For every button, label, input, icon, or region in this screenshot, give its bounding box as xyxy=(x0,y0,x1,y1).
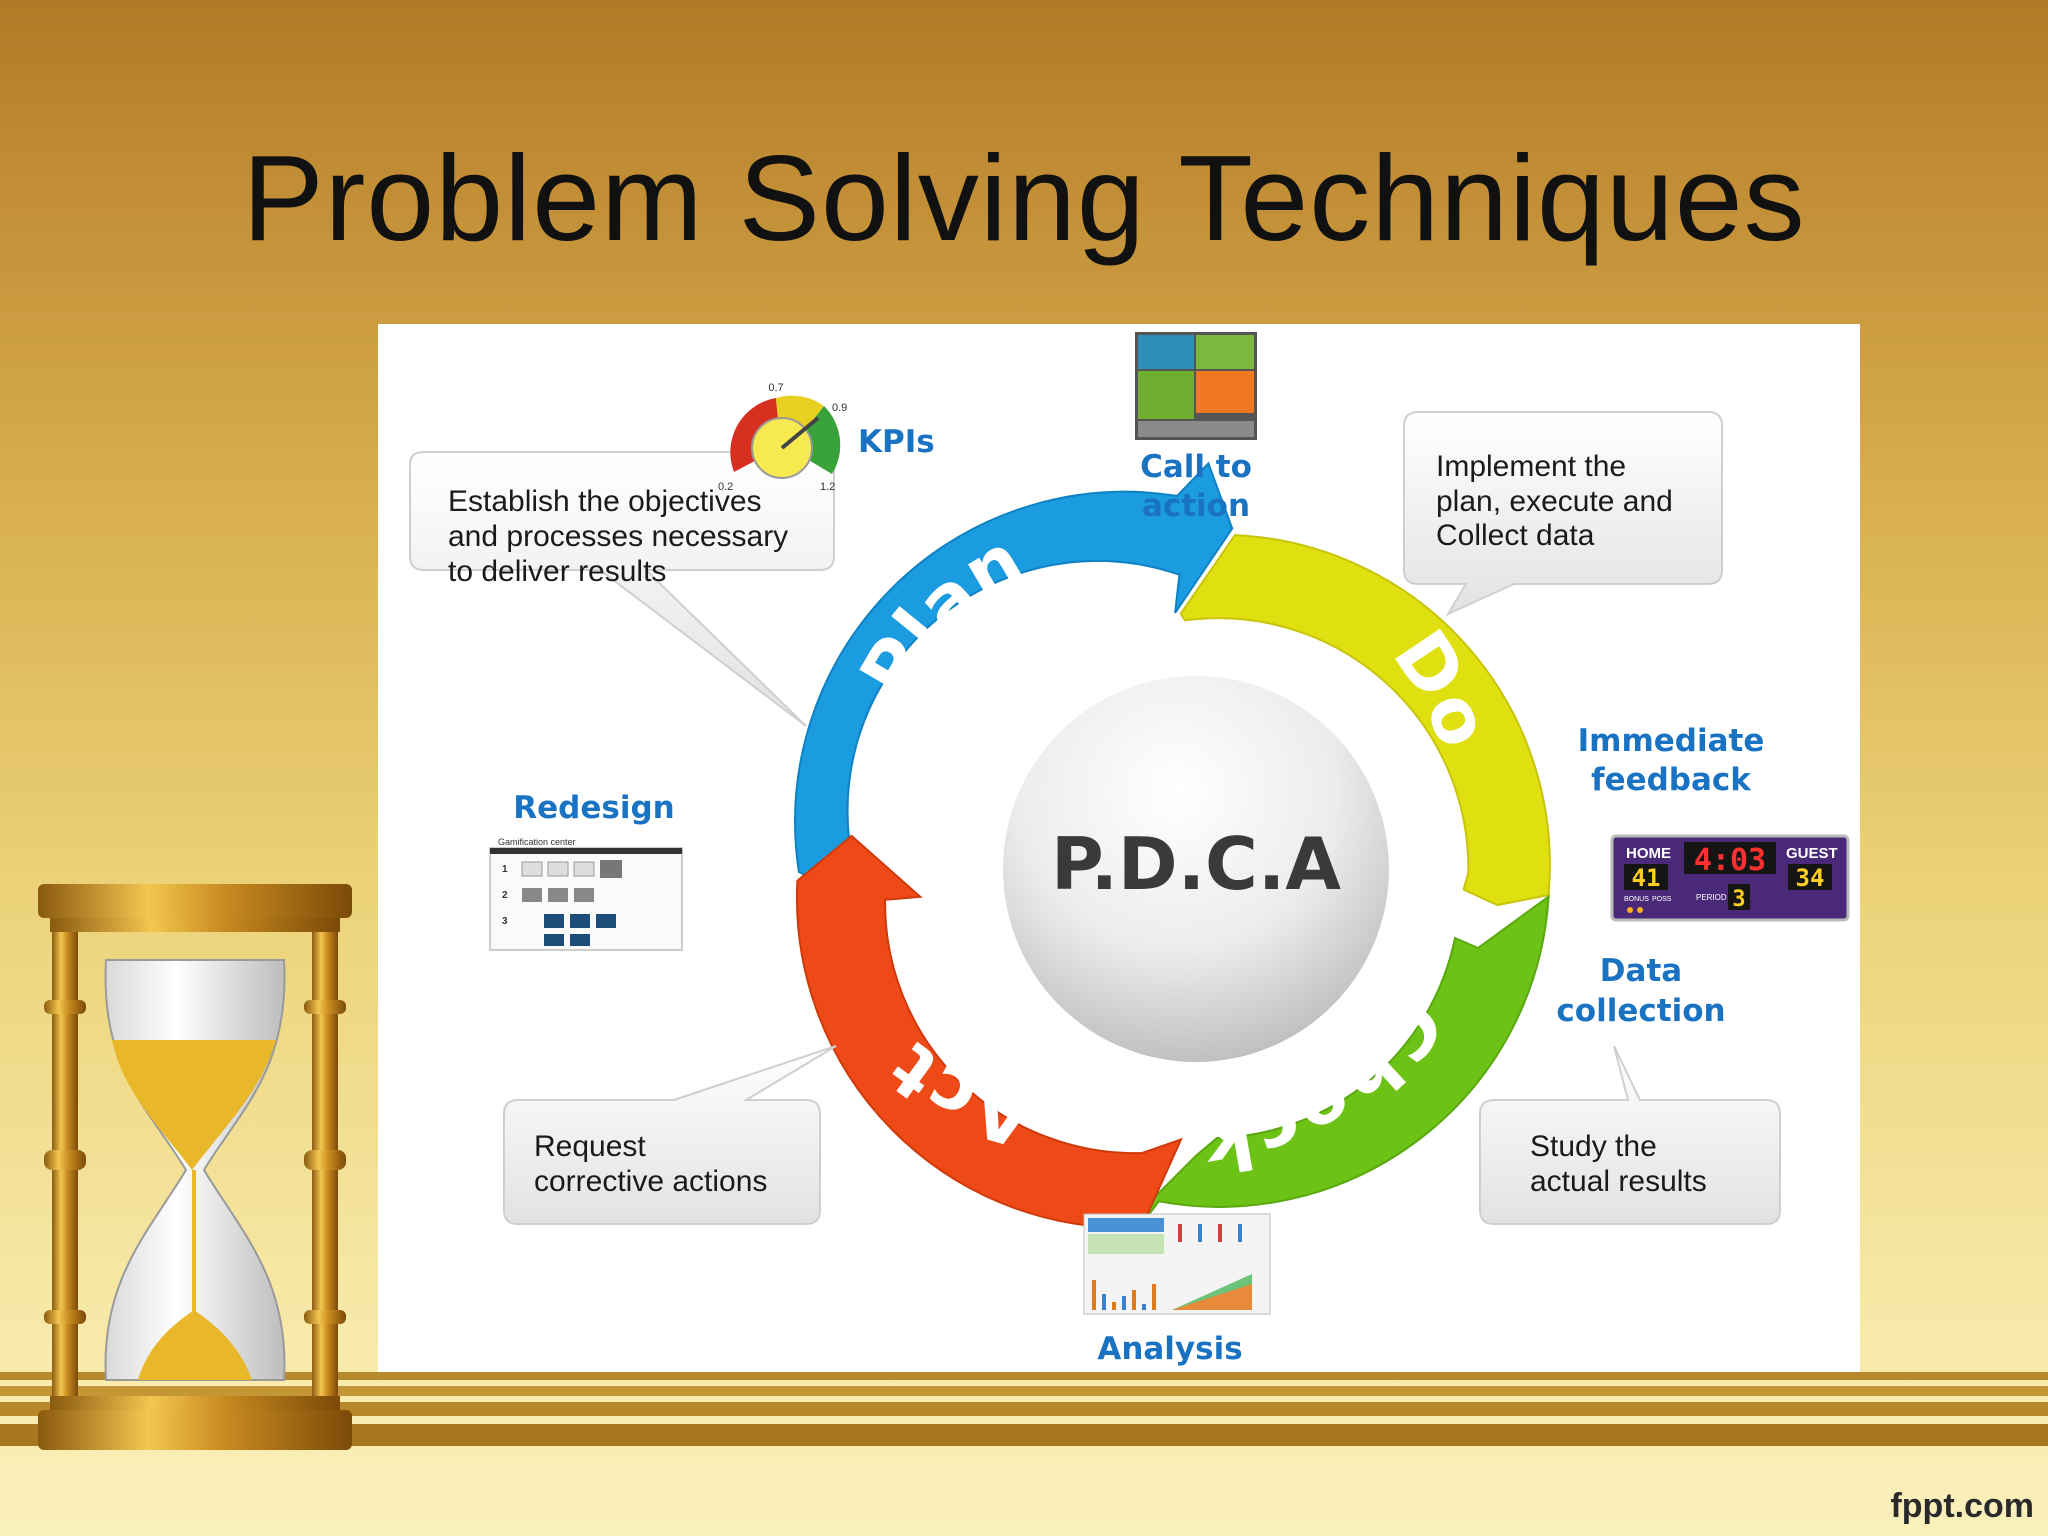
kpi-gauge-icon: 0.7 0.9 0.2 1.2 xyxy=(718,382,847,493)
scoreboard-home-score: 41 xyxy=(1632,864,1661,892)
data-collection-label-line-1: Data xyxy=(1600,953,1682,989)
kpis-label: KPIs xyxy=(858,424,935,460)
plan-bubble-line-2: and processes necessary xyxy=(448,520,788,553)
immediate-feedback-label-line-2: feedback xyxy=(1591,762,1752,798)
slide-title: Problem Solving Techniques xyxy=(242,130,1806,266)
scoreboard-guest-score: 34 xyxy=(1796,864,1825,892)
pdca-diagram-panel: Plan Do Check Act P.D.C.A Establish the … xyxy=(378,324,1860,1372)
plan-bubble-line-3: to deliver results xyxy=(448,555,666,588)
check-bubble-line-1: Study the xyxy=(1530,1130,1657,1163)
scoreboard-guest-label: GUEST xyxy=(1786,845,1838,862)
immediate-feedback-label-line-1: Immediate xyxy=(1578,723,1765,759)
analysis-thumbnail xyxy=(1083,1213,1271,1315)
hourglass-image xyxy=(38,884,352,1450)
redesign-row-2: 2 xyxy=(502,890,508,901)
scoreboard-period: 3 xyxy=(1732,887,1745,912)
gauge-tick-0-2: 0.2 xyxy=(718,481,733,493)
bottom-stripe-3 xyxy=(0,1402,2048,1416)
scoreboard-bonus-label: BONUS xyxy=(1624,896,1649,903)
plan-bubble-line-1: Establish the objectives xyxy=(448,485,762,518)
scoreboard-home-label: HOME xyxy=(1626,845,1671,862)
check-speech-bubble: Study the actual results xyxy=(1479,1045,1781,1225)
redesign-thumbnail-header: Gamification center xyxy=(498,837,576,847)
analysis-label: Analysis xyxy=(1097,1331,1242,1367)
do-bubble-line-1: Implement the xyxy=(1436,450,1626,483)
redesign-row-3: 3 xyxy=(502,916,508,927)
pdca-center-label: P.D.C.A xyxy=(1051,822,1341,906)
redesign-row-1: 1 xyxy=(502,864,508,875)
call-to-action-label-line-1: Call to xyxy=(1140,449,1252,485)
plan-speech-bubble: Establish the objectives and processes n… xyxy=(409,451,835,727)
bottom-stripe-1 xyxy=(0,1372,2048,1380)
call-to-action-label-line-2: action xyxy=(1142,488,1250,524)
gauge-tick-0-9: 0.9 xyxy=(832,402,847,414)
bottom-stripe-4 xyxy=(0,1424,2048,1446)
do-bubble-line-3: Collect data xyxy=(1436,519,1595,552)
do-speech-bubble: Implement the plan, execute and Collect … xyxy=(1403,411,1723,617)
check-arrow-segment xyxy=(1135,894,1550,1232)
act-bubble-line-2: corrective actions xyxy=(534,1165,767,1198)
scoreboard-image: HOME GUEST 4:03 41 34 PERIOD 3 BONUS POS… xyxy=(1610,834,1850,922)
scoreboard-period-label: PERIOD xyxy=(1696,893,1727,902)
scoreboard-clock: 4:03 xyxy=(1694,843,1766,878)
footer-brand: fppt.com xyxy=(1890,1487,2034,1525)
act-bubble-line-1: Request xyxy=(534,1130,646,1163)
gauge-tick-1-2: 1.2 xyxy=(820,481,835,493)
do-arrow-segment xyxy=(1179,534,1551,907)
scoreboard-poss-label: POSS xyxy=(1652,896,1672,903)
redesign-thumbnail: Gamification center 1 2 3 xyxy=(489,837,683,951)
data-collection-label-line-2: collection xyxy=(1556,993,1725,1029)
pdca-diagram: Plan Do Check Act P.D.C.A Establish the … xyxy=(409,332,1850,1367)
pdca-center-sphere xyxy=(1003,676,1389,1062)
act-arrow-segment xyxy=(795,834,1183,1229)
do-bubble-line-2: plan, execute and xyxy=(1436,485,1673,518)
check-bubble-line-2: actual results xyxy=(1530,1165,1707,1198)
call-to-action-thumbnail xyxy=(1135,332,1257,440)
gauge-tick-0-7: 0.7 xyxy=(768,382,783,394)
redesign-label: Redesign xyxy=(513,790,674,826)
bottom-stripe-2 xyxy=(0,1386,2048,1396)
act-speech-bubble: Request corrective actions xyxy=(503,1045,837,1225)
